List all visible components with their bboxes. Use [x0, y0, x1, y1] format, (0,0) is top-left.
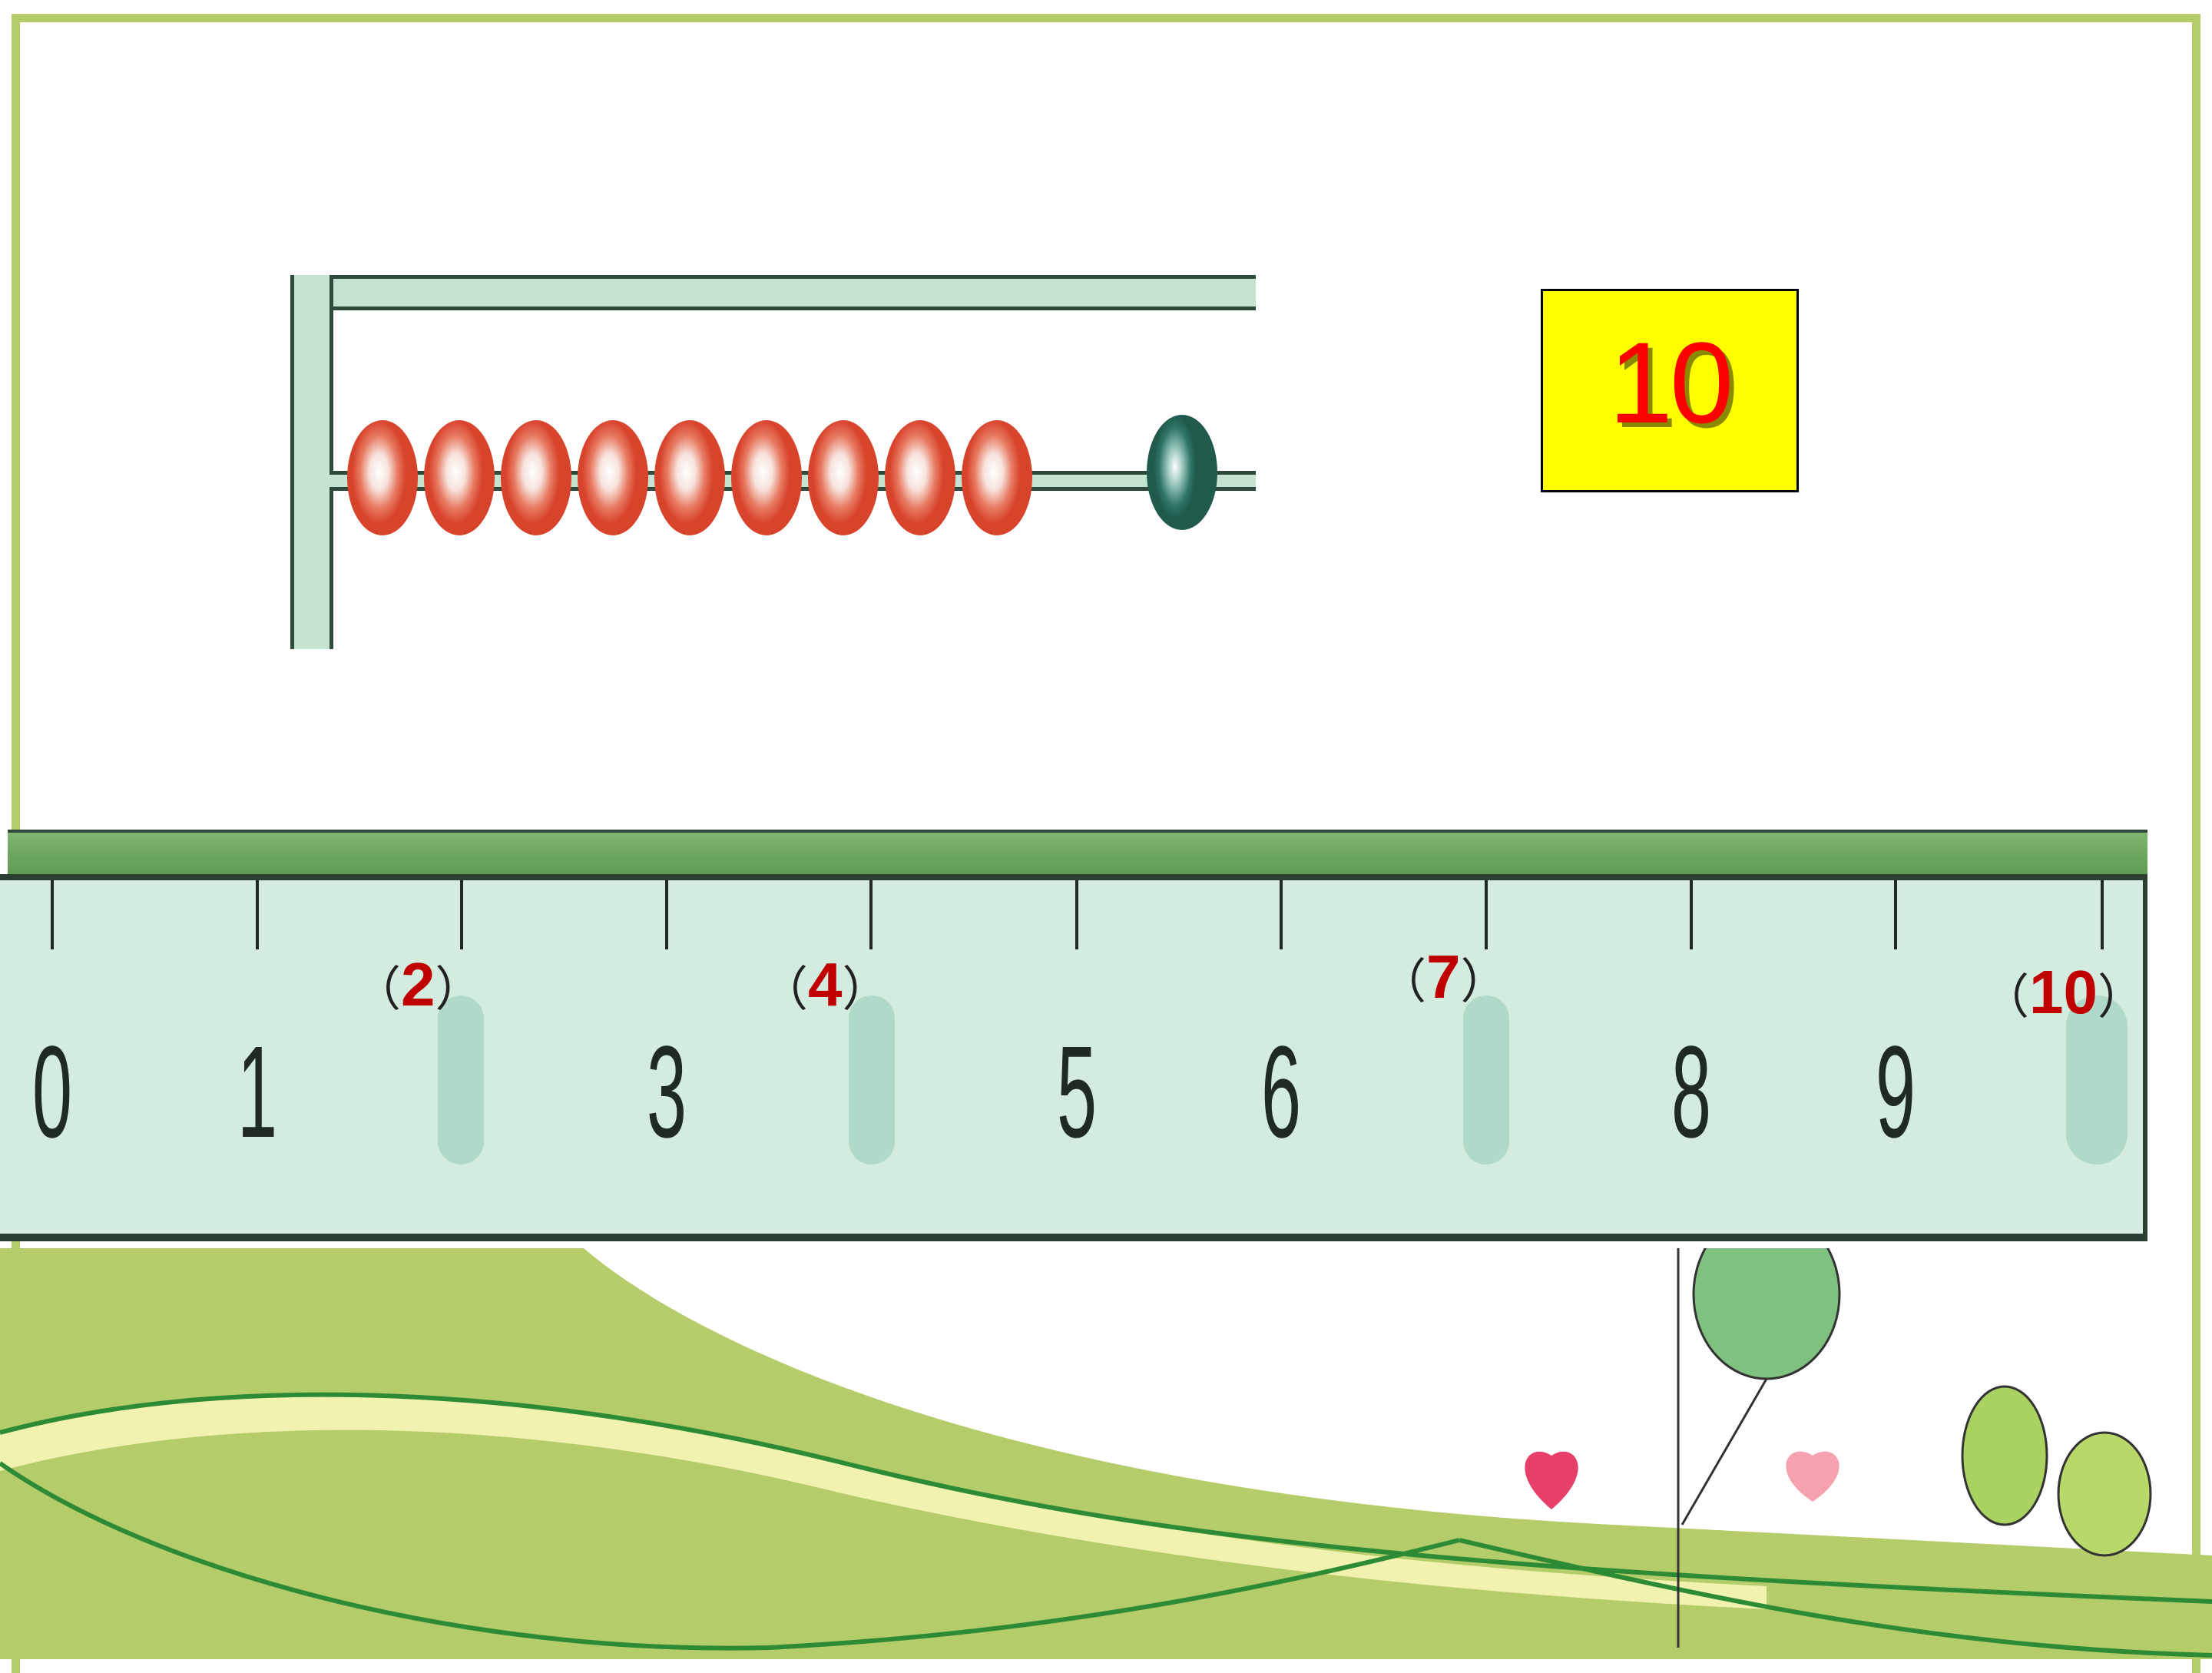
ruler-tick	[665, 880, 668, 949]
ruler-tick	[1075, 880, 1078, 949]
red-bead	[424, 420, 495, 535]
red-bead	[731, 420, 802, 535]
ruler-number-9: 9	[1875, 1019, 1916, 1165]
number-ruler: 0 1 3 5 6 8 9 （2） （4） （7） （10）	[0, 830, 2147, 1248]
ruler-tick	[51, 880, 54, 949]
ruler-tick	[256, 880, 259, 949]
red-bead	[347, 420, 418, 535]
red-bead	[808, 420, 879, 535]
red-bead	[885, 420, 955, 535]
blank-answer-2: （2）	[353, 950, 483, 1019]
blank-answer-10: （10）	[1982, 958, 2146, 1026]
answer-box: 10	[1541, 289, 1799, 492]
answer-value: 10	[1608, 318, 1734, 447]
blank-answer-7: （7）	[1379, 943, 1508, 1011]
blank-answer-4: （4）	[760, 950, 890, 1019]
ruler-tick	[460, 880, 463, 949]
ruler-tick	[869, 880, 873, 949]
ruler-number-5: 5	[1056, 1019, 1097, 1165]
erased-number-4	[849, 996, 895, 1164]
erased-number-2	[438, 996, 484, 1164]
ruler-number-1: 1	[237, 1019, 277, 1165]
decorative-landscape	[0, 1248, 2212, 1659]
red-bead	[654, 420, 725, 535]
ruler-number-3: 3	[646, 1019, 687, 1165]
green-bead	[1147, 415, 1217, 530]
ruler-tick	[1690, 880, 1693, 949]
ruler-tick	[1280, 880, 1283, 949]
erased-number-7	[1463, 996, 1509, 1164]
ruler-top-edge	[8, 830, 2147, 874]
abacus	[290, 275, 1256, 649]
ruler-number-0: 0	[31, 1019, 72, 1165]
ruler-number-8: 8	[1671, 1019, 1711, 1165]
abacus-top-bar	[290, 275, 1256, 310]
red-bead	[501, 420, 571, 535]
ruler-tick	[1485, 880, 1488, 949]
ruler-tick	[2101, 880, 2104, 949]
ruler-number-6: 6	[1260, 1019, 1301, 1165]
abacus-left-post	[290, 275, 333, 649]
red-bead	[578, 420, 648, 535]
red-bead	[962, 420, 1032, 535]
ruler-face: 0 1 3 5 6 8 9 （2） （4） （7） （10）	[0, 874, 2147, 1241]
ruler-tick	[1894, 880, 1897, 949]
erased-number-10	[2066, 996, 2128, 1164]
